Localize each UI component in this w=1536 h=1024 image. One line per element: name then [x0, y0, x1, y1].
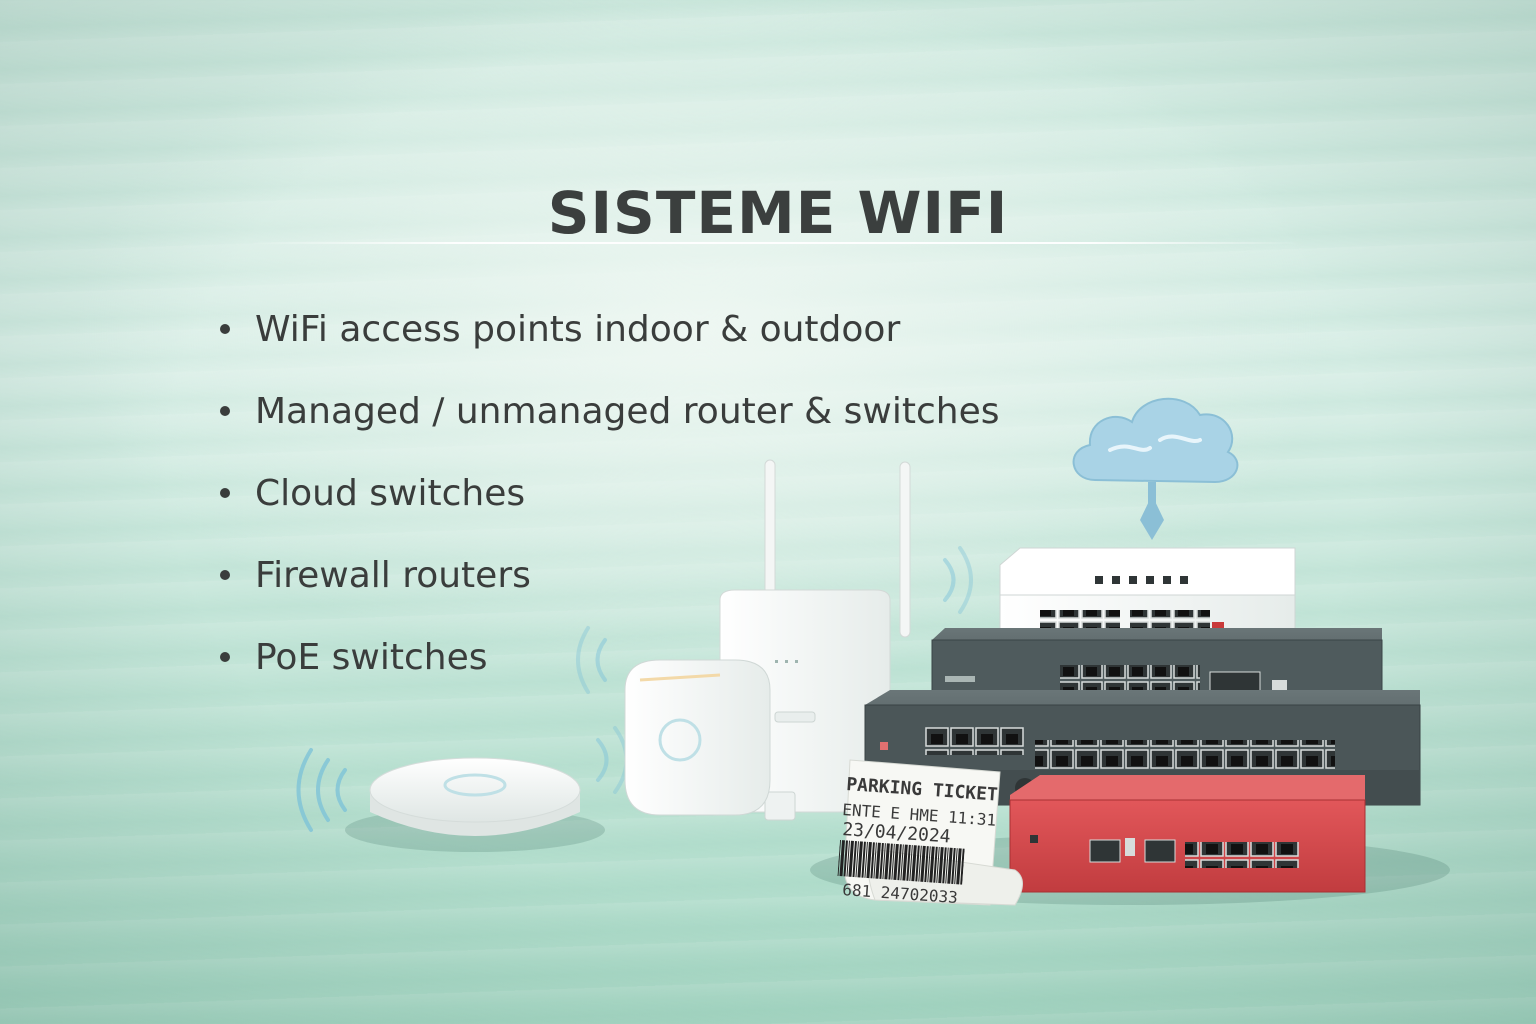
feature-text: Firewall routers: [255, 554, 531, 596]
feature-item: PoE switches: [220, 616, 1000, 698]
feature-list: WiFi access points indoor & outdoor Mana…: [220, 288, 1000, 698]
firewall-router: [1009, 775, 1366, 893]
bullet-icon: [220, 406, 230, 416]
feature-item: Cloud switches: [220, 452, 1000, 534]
bullet-icon: [220, 570, 230, 580]
bullet-icon: [220, 324, 230, 334]
feature-item: WiFi access points indoor & outdoor: [220, 288, 1000, 370]
bullet-icon: [220, 652, 230, 662]
wifi-signal-icon: [296, 546, 973, 832]
title-divider: [250, 242, 1300, 244]
ticket-barcode: [837, 840, 965, 885]
page-title: SISTEME WIFI: [547, 178, 1009, 247]
bullet-icon: [220, 488, 230, 498]
feature-text: WiFi access points indoor & outdoor: [255, 308, 901, 350]
access-point-ceiling: [369, 757, 581, 836]
feature-text: Managed / unmanaged router & switches: [255, 390, 1000, 432]
cloud-icon: [1072, 397, 1239, 540]
feature-text: Cloud switches: [255, 472, 526, 514]
feature-item: Firewall routers: [220, 534, 1000, 616]
parking-ticket: PARKING TICKET ENTE E HME 11:31 23/04/20…: [837, 759, 1023, 907]
feature-text: PoE switches: [255, 636, 488, 678]
access-point-wall: [624, 659, 771, 816]
feature-item: Managed / unmanaged router & switches: [220, 370, 1000, 452]
switch-unmanaged: [999, 547, 1296, 641]
